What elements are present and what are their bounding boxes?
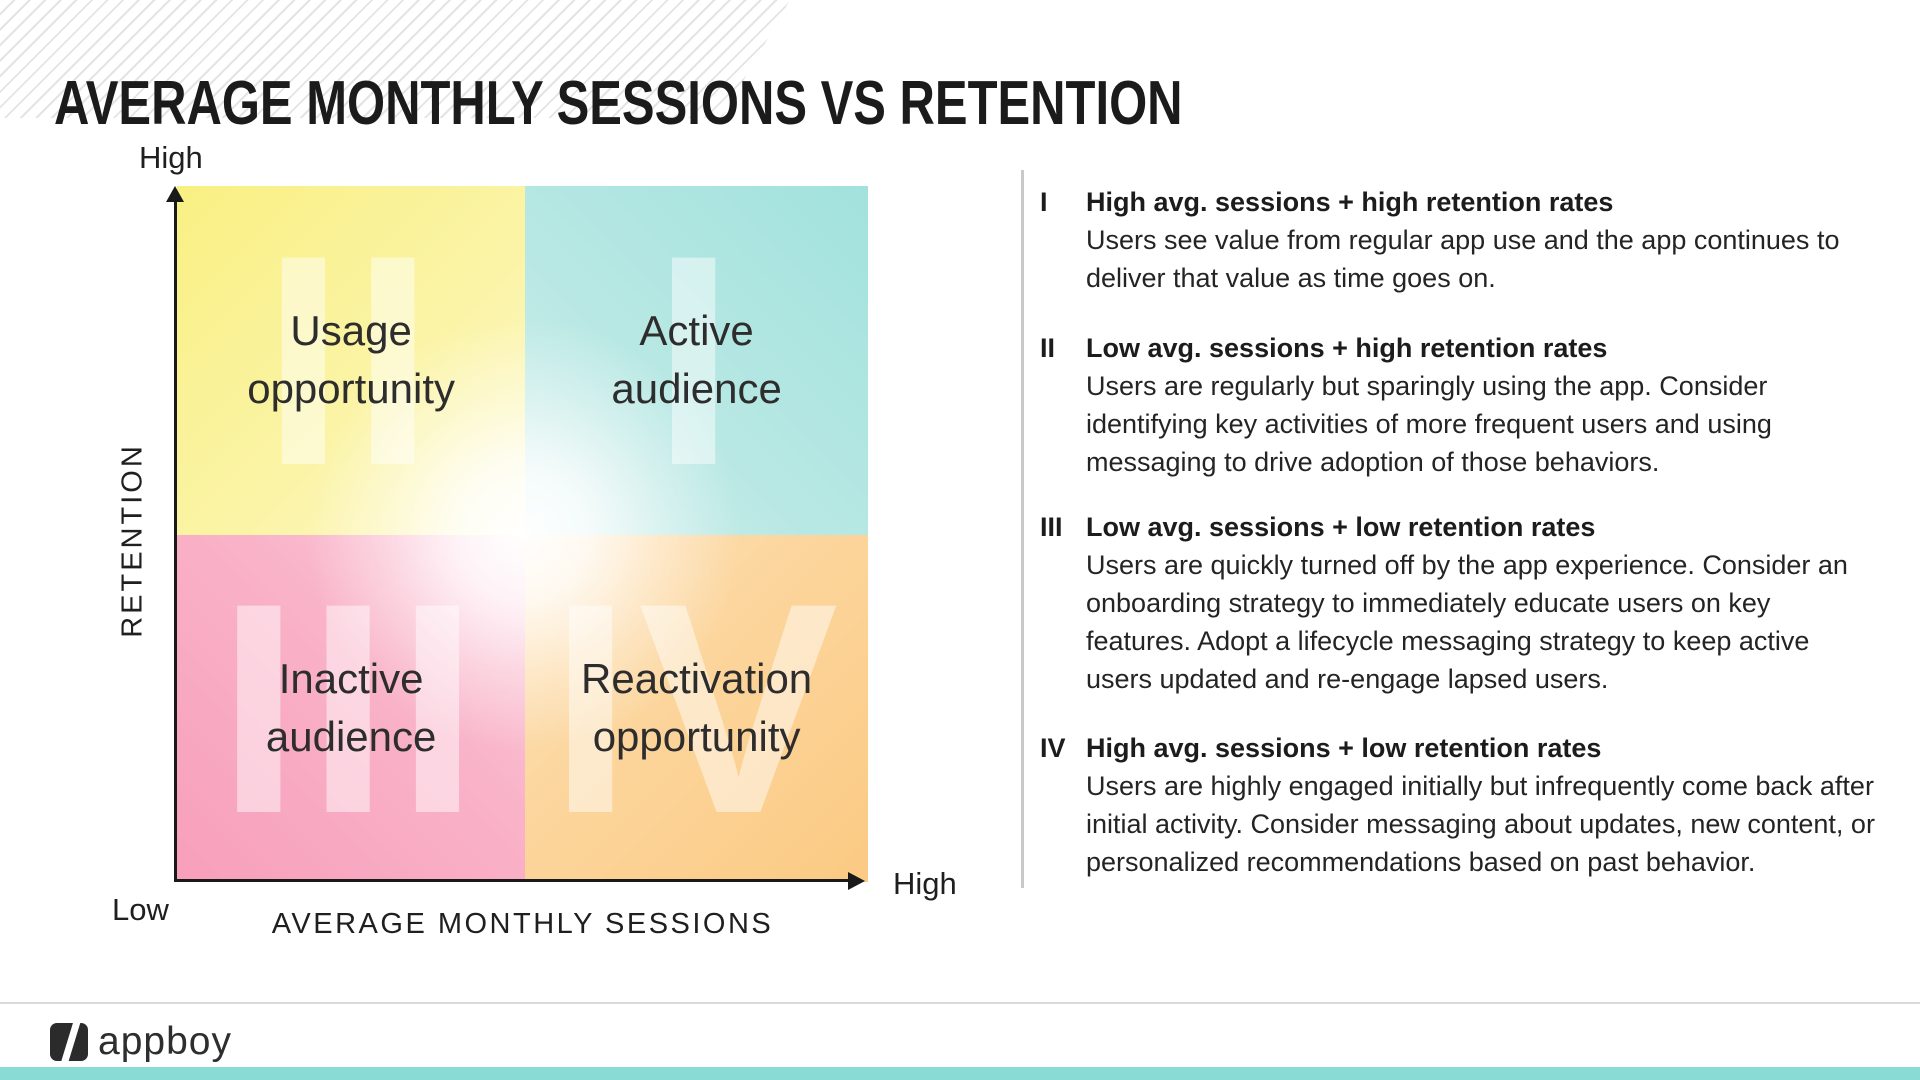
legend-content: Low avg. sessions + high retention rates… [1086,329,1878,481]
quadrant-usage-opportunity: II [177,186,526,535]
legend-body: Users are highly engaged initially but i… [1086,771,1875,877]
x-axis-high-label: High [893,866,957,901]
legend-section-1: I High avg. sessions + high retention ra… [1040,183,1886,297]
legend-heading: Low avg. sessions + low retention rates [1086,512,1596,542]
y-axis-arrow-icon [166,186,184,202]
page-title: AVERAGE MONTHLY SESSIONS VS RETENTION [54,68,1483,139]
legend-section-3: III Low avg. sessions + low retention ra… [1040,508,1886,698]
legend-heading: Low avg. sessions + high retention rates [1086,333,1608,363]
page-title-text: AVERAGE MONTHLY SESSIONS VS RETENTION [54,68,1183,138]
y-axis-title: RETENTION [116,443,149,638]
quadrant-numeral-watermark: II [261,192,441,529]
quadrant-chart: II I III IV Usage opportunity [177,186,868,882]
legend-heading: High avg. sessions + low retention rates [1086,733,1602,763]
quadrant-numeral-watermark: III [217,540,486,877]
y-axis-low-label: Low [112,892,169,927]
legend-numeral: II [1040,333,1056,363]
appboy-logo-icon [50,1023,88,1061]
legend-numeral: III [1040,512,1063,542]
legend-numeral: IV [1040,733,1066,763]
x-axis-line [174,879,850,882]
legend-content: Low avg. sessions + low retention rates … [1086,508,1878,698]
x-axis-arrow-icon [848,872,865,890]
quadrant-reactivation-opportunity: IV [525,534,868,882]
appboy-logo: appboy [50,1020,232,1064]
quadrant-grid: II I III IV [177,186,868,882]
quadrant-active-audience: I [525,186,868,535]
legend-numeral: I [1040,187,1048,217]
quadrant-inactive-audience: III [177,534,526,882]
title-hatch-pattern [0,0,790,118]
legend-content: High avg. sessions + high retention rate… [1086,183,1878,297]
legend-body: Users are quickly turned off by the app … [1086,550,1848,694]
legend-body: Users see value from regular app use and… [1086,225,1840,293]
y-axis-high-label: High [139,140,203,175]
legend-heading: High avg. sessions + high retention rate… [1086,187,1614,217]
legend-content: High avg. sessions + low retention rates… [1086,729,1878,881]
quadrant-numeral-watermark: I [651,192,742,529]
legend-section-2: II Low avg. sessions + high retention ra… [1040,329,1886,481]
y-axis-line [174,200,177,882]
bottom-accent-bar [0,1067,1920,1080]
legend-section-4: IV High avg. sessions + low retention ra… [1040,729,1886,881]
x-axis-title: AVERAGE MONTHLY SESSIONS [271,908,774,940]
footer-divider [0,1002,1920,1004]
logo-slash-icon [59,1023,82,1061]
quadrant-numeral-watermark: IV [548,540,845,877]
appboy-wordmark: appboy [98,1020,232,1063]
legend-divider [1021,170,1024,888]
legend-body: Users are regularly but sparingly using … [1086,371,1772,477]
